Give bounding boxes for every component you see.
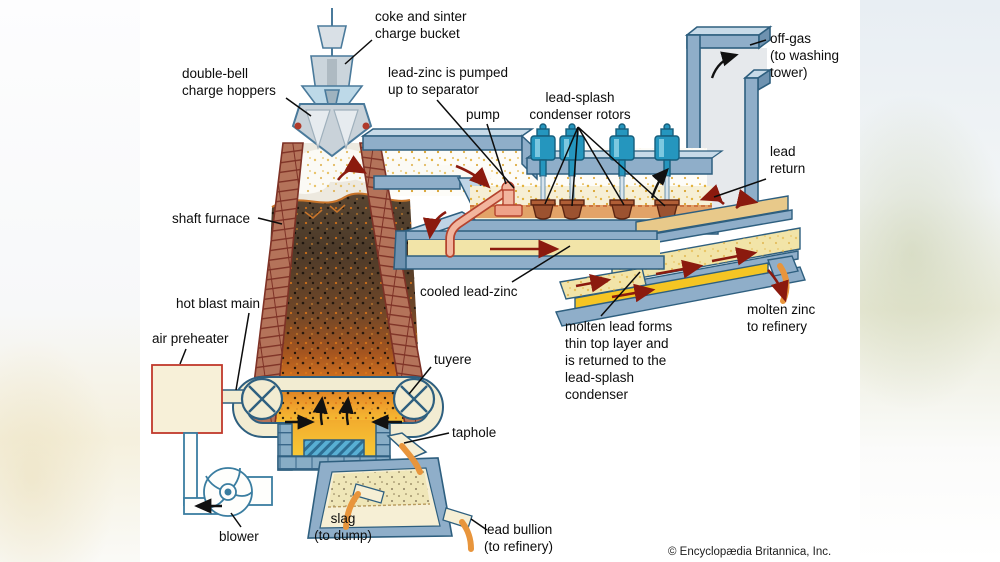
hearth-slab (303, 439, 365, 457)
label-molten-lead-note: molten lead forms thin top layer and is … (565, 319, 673, 402)
label-cooled-lead-zinc: cooled lead-zinc (420, 284, 518, 299)
molten-lead-layer (470, 205, 712, 218)
label-condenser-rotors: lead-splash condenser rotors (529, 90, 631, 122)
cooled-lead-zinc-trough (393, 211, 665, 270)
label-blower: blower (219, 529, 259, 544)
pump-body (494, 204, 523, 217)
label-tuyere: tuyere (434, 352, 472, 367)
tuyere-left (240, 377, 284, 421)
copyright-notice: © Encyclopædia Britannica, Inc. (668, 546, 832, 558)
label-molten-zinc: molten zinc to refinery (747, 302, 816, 334)
label-hot-blast-main: hot blast main (176, 296, 261, 311)
label-charge-hoppers: double-bell charge hoppers (182, 66, 276, 98)
condenser-rotor (530, 123, 680, 220)
pump-assembly (445, 181, 523, 258)
label-lead-return: lead return (770, 144, 806, 176)
label-air-preheater: air preheater (152, 331, 229, 346)
label-shaft-furnace: shaft furnace (172, 211, 251, 226)
slag-spout (352, 483, 385, 504)
tuyere-right (392, 377, 436, 421)
flow-arrows-red (336, 155, 789, 303)
blower-impeller (203, 467, 253, 517)
leader-lines (179, 39, 767, 531)
charge-assembly (291, 8, 373, 158)
label-slag: slag (to dump) (314, 511, 372, 543)
label-pump: pump (466, 107, 500, 122)
flow-arrows-black (194, 51, 739, 514)
label-charge-bucket: coke and sinter charge bucket (375, 9, 467, 41)
lead-bullion-stream (459, 519, 474, 552)
air-preheater (151, 364, 223, 434)
off-gas-duct (684, 25, 773, 216)
label-taphole: taphole (452, 425, 497, 440)
label-lead-bullion: lead bullion (to refinery) (484, 522, 554, 554)
blower-circuit (183, 432, 273, 517)
label-pumped-to-separator: lead-zinc is pumped up to separator (388, 65, 509, 97)
taphole-stream (399, 443, 423, 475)
charge-bucket (316, 25, 348, 49)
label-off-gas: off-gas (to washing tower) (770, 31, 840, 80)
slag-stream (343, 491, 361, 530)
